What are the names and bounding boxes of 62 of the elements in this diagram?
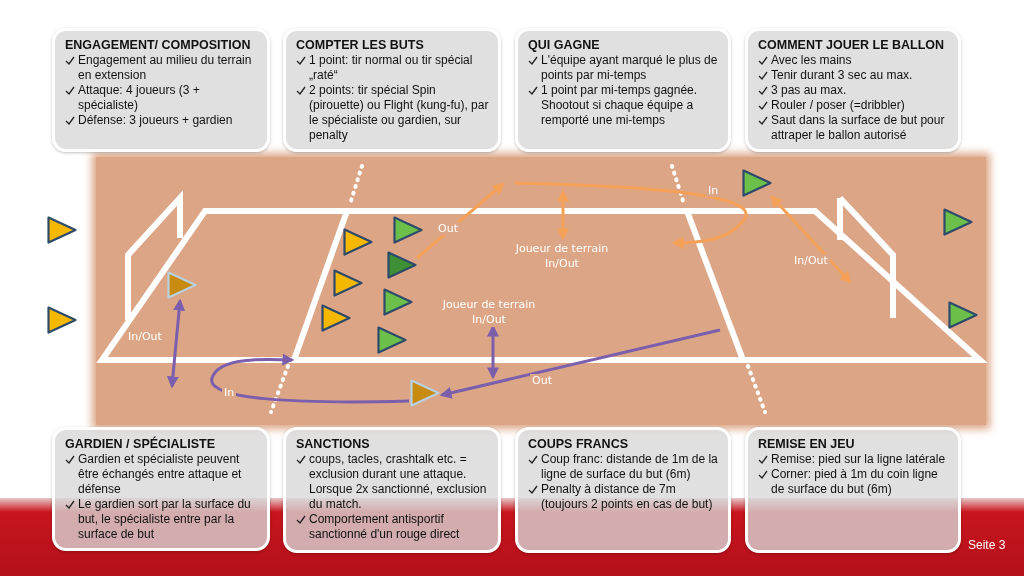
player-triangle (393, 216, 423, 244)
bullet-text: 1 point: tir normal ou tir spécial „raté“ (309, 53, 473, 82)
rule-card (745, 427, 961, 553)
rule-card (283, 28, 501, 152)
bullet-text: Remise: pied sur la ligne latérale (771, 452, 946, 466)
page-number: Seite 3 (968, 538, 1006, 552)
bullet-text: Le gardien sort par la surface du but, le spécialiste entre par la surface de but (78, 497, 251, 541)
bullet-text: Attaque: 4 joueurs (3 + spécialiste) (78, 83, 200, 112)
bullet-text: 1 point par mi-temps gagnée. Shootout si chaque équipe a remporté une mi-temps (541, 83, 698, 127)
card-heading: REMISE EN JEU (758, 437, 856, 451)
bullet-text: Avec les mains (771, 53, 852, 67)
bullet-text: coups, tacles, crashtalk etc. = exclusion durant une attaque. Lorsque 2x sanctionné, exclusion du match. (309, 452, 487, 511)
rule-card (515, 427, 731, 553)
rule-card (283, 427, 501, 553)
card-heading: COUPS FRANCS (528, 437, 629, 451)
arrow (210, 353, 410, 404)
player-triangle (47, 306, 77, 334)
player-triangle (742, 169, 772, 197)
player-triangle (343, 228, 373, 256)
edge-label: Out (530, 374, 554, 387)
edge-label: In/Out (126, 330, 164, 343)
player-triangle (948, 301, 978, 329)
edge-label: Out (436, 222, 460, 235)
bullet-text: Rouler / poser (=dribbler) (771, 98, 905, 112)
rule-card (52, 427, 270, 551)
card-heading: QUI GAGNE (528, 38, 601, 52)
rule-card (515, 28, 731, 152)
player-triangle (410, 379, 440, 407)
player-triangle (387, 251, 417, 279)
player-triangle (943, 208, 973, 236)
card-heading: SANCTIONS (296, 437, 371, 451)
card-heading: ENGAGEMENT/ COMPOSITION (65, 38, 252, 52)
bullet-text: L'équipe ayant marqué le plus de points par mi-temps (541, 53, 718, 82)
bullet-text: Engagement au milieu du terrain en extension (78, 53, 252, 82)
edge-label: In (222, 386, 237, 399)
bullet-text: 3 pas au max. (771, 83, 847, 97)
arrow (770, 195, 852, 284)
arrow (439, 328, 721, 399)
card-heading: COMPTER LES BUTS (296, 38, 425, 52)
player-triangle (321, 304, 351, 332)
bullet-text: Saut dans la surface de but pour attraper le ballon autorisé (771, 113, 945, 142)
player-triangle (333, 269, 363, 297)
bullet-text: Tenir durant 3 sec au max. (771, 68, 913, 82)
rule-card (52, 28, 270, 152)
arrow (166, 298, 186, 389)
player-triangle (47, 216, 77, 244)
bullet-text: Comportement antisportif sanctionné d'un rouge direct (309, 512, 460, 541)
player-triangle (167, 271, 197, 299)
card-heading: COMMENT JOUER LE BALLON (758, 38, 946, 52)
card-heading: GARDIEN / SPÉCIALISTE (65, 437, 217, 451)
bullet-text: Penalty à distance de 7m (toujours 2 points en cas de but) (541, 482, 713, 511)
direction-label: In (706, 184, 721, 197)
arrow (416, 182, 505, 260)
bullet-text: Défense: 3 joueurs + gardien (78, 113, 233, 127)
player-triangle (377, 326, 407, 354)
bullet-text: 2 points: tir spécial Spin (pirouette) ou Flight (kung-fu), par le spécialiste ou gardien, sur penalty (309, 83, 489, 142)
player-triangle (383, 288, 413, 316)
rule-card (745, 28, 961, 152)
bullet-text: Coup franc: distande de 1m de la ligne de surface du but (6m) (541, 452, 718, 481)
bullet-text: Gardien et spécialiste peuvent être échangés entre attaque et défense (78, 452, 242, 496)
bullet-text: Corner: pied à 1m du coin ligne de surface du but (6m) (771, 467, 938, 496)
edge-label: In/Out (792, 254, 830, 267)
